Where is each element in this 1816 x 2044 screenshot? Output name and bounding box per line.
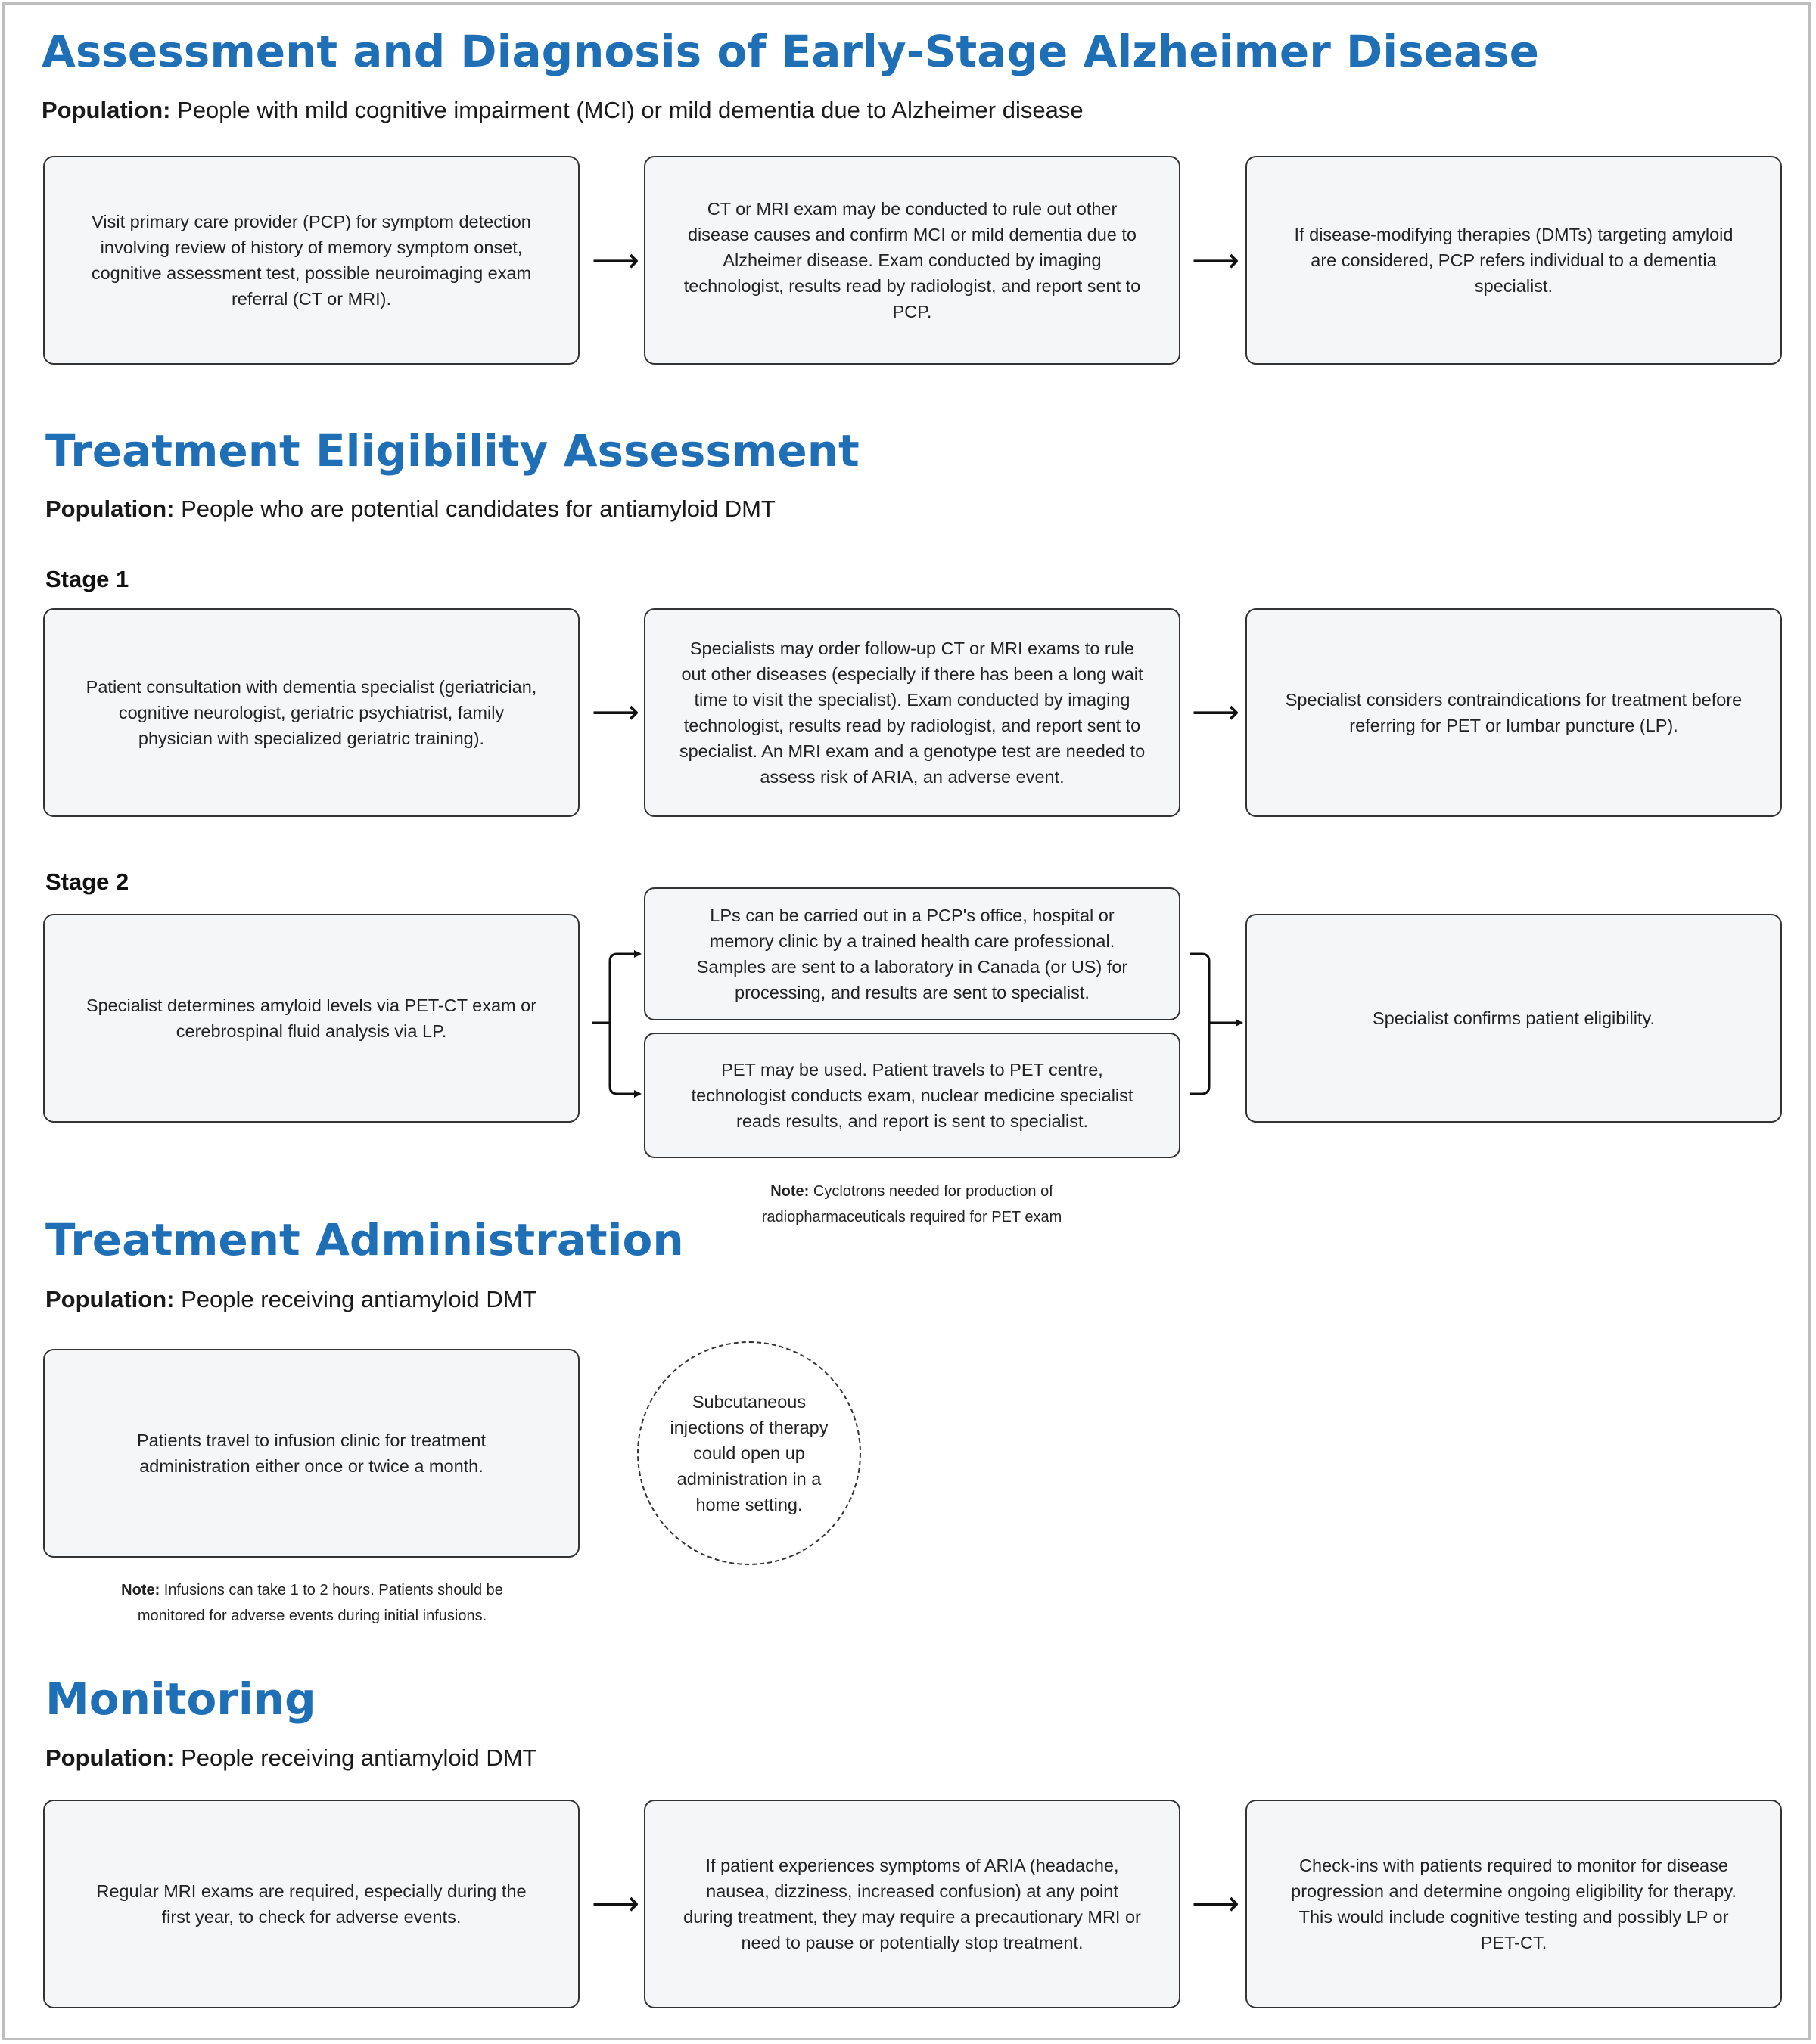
flow-box-text: PET may be used. Patient travels to PET … [691,1060,1133,1131]
circle-text: Subcutaneous injections of therapy could… [670,1392,829,1514]
right-arrow-icon: ⟶ [592,693,640,732]
flow-box-assessment-2: CT or MRI exam may be conducted to rule … [644,156,1180,365]
note-text: Cyclotrons needed for production of radi… [761,1183,1062,1225]
section-title-administration: Treatment Administration [45,1214,684,1266]
flow-box-stage2-pet: PET may be used. Patient travels to PET … [644,1033,1180,1158]
population-text: People receiving antiamyloid DMT [181,1286,537,1312]
section-title-monitoring: Monitoring [45,1673,316,1725]
note-label: Note: [121,1582,160,1598]
population-assessment: Population: People with mild cognitive i… [42,97,1084,124]
population-label: Population: [45,1744,175,1771]
flow-box-text: Specialist confirms patient eligibility. [1372,1008,1656,1028]
flow-box-text: CT or MRI exam may be conducted to rule … [683,199,1141,322]
section-title-assessment: Assessment and Diagnosis of Early-Stage … [42,26,1539,77]
right-arrow-icon: ⟶ [1192,241,1240,280]
population-label: Population: [45,1286,175,1312]
flow-box-monitoring-1: Regular MRI exams are required, especial… [43,1800,580,2008]
flow-box-text: Specialists may order follow-up CT or MR… [679,638,1146,787]
population-administration: Population: People receiving antiamyloid… [45,1286,536,1313]
stage-1-label: Stage 1 [45,566,129,592]
population-monitoring: Population: People receiving antiamyloid… [45,1744,536,1772]
flow-box-text: Patients travel to infusion clinic for t… [136,1430,487,1476]
population-label: Population: [42,97,171,123]
dashed-circle-subcutaneous: Subcutaneous injections of therapy could… [637,1341,861,1565]
right-arrow-icon: ⟶ [1192,1884,1240,1923]
population-text: People receiving antiamyloid DMT [181,1744,537,1771]
split-bracket [592,952,633,1095]
flow-box-monitoring-3: Check-ins with patients required to moni… [1245,1800,1782,2008]
flow-box-text: Specialist determines amyloid levels via… [86,996,537,1041]
flow-box-text: Check-ins with patients required to moni… [1291,1856,1737,1952]
population-text: People with mild cognitive impairment (M… [177,97,1084,123]
note-infusions: Note: Infusions can take 1 to 2 hours. P… [91,1577,533,1629]
stage-2-label: Stage 2 [45,868,129,895]
flow-box-text: If disease-modifying therapies (DMTs) ta… [1294,225,1734,296]
flow-box-text: Regular MRI exams are required, especial… [96,1881,527,1927]
right-arrow-icon: ⟶ [592,1884,640,1923]
right-arrow-icon: ⟶ [592,241,640,280]
flow-box-monitoring-2: If patient experiences symptoms of ARIA … [644,1800,1180,2008]
flow-box-stage2-end: Specialist confirms patient eligibility. [1245,914,1782,1123]
flow-box-stage1-3: Specialist considers contraindications f… [1245,608,1782,817]
flow-box-text: Patient consultation with dementia speci… [86,677,537,748]
flow-box-assessment-1: Visit primary care provider (PCP) for sy… [43,156,580,365]
note-label: Note: [770,1183,810,1200]
flow-box-stage2-start: Specialist determines amyloid levels via… [43,914,580,1123]
population-label: Population: [45,495,175,522]
note-text: Infusions can take 1 to 2 hours. Patient… [137,1582,503,1624]
flow-box-stage1-1: Patient consultation with dementia speci… [43,608,580,817]
flow-box-text: Specialist considers contraindications f… [1285,690,1743,735]
flow-box-assessment-3: If disease-modifying therapies (DMTs) ta… [1245,156,1782,365]
flow-box-stage1-2: Specialists may order follow-up CT or MR… [644,608,1180,817]
note-cyclotrons: Note: Cyclotrons needed for production o… [707,1179,1116,1230]
flow-box-text: LPs can be carried out in a PCP's office… [696,906,1128,1002]
flow-box-text: If patient experiences symptoms of ARIA … [683,1856,1141,1952]
population-text: People who are potential candidates for … [181,495,776,522]
section-title-eligibility: Treatment Eligibility Assessment [45,425,860,477]
flow-box-stage2-lp: LPs can be carried out in a PCP's office… [644,887,1180,1020]
flow-box-administration: Patients travel to infusion clinic for t… [43,1349,580,1558]
population-eligibility: Population: People who are potential can… [45,495,776,523]
right-arrow-icon: ⟶ [1192,693,1240,732]
flow-box-text: Visit primary care provider (PCP) for sy… [91,212,532,309]
merge-bracket [1190,952,1232,1095]
